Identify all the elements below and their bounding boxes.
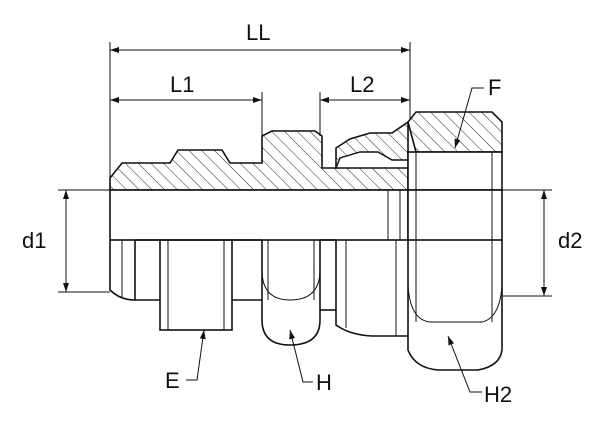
- label-F: F: [488, 75, 501, 100]
- nut-bore-band: [407, 189, 503, 241]
- bore: [109, 189, 409, 241]
- label-L1: L1: [170, 72, 194, 97]
- label-d2: d2: [558, 228, 582, 253]
- nut-upper-body: [407, 151, 503, 191]
- body-section-hatched: [109, 120, 409, 191]
- label-H2: H2: [484, 382, 512, 407]
- label-LL: LL: [246, 20, 270, 45]
- dimensions: [58, 42, 552, 393]
- exterior-lower-half: [109, 239, 503, 371]
- section-upper-half: [109, 111, 503, 241]
- label-L2: L2: [350, 72, 374, 97]
- label-d1: d1: [22, 228, 46, 253]
- label-H: H: [316, 370, 332, 395]
- labels: LL L1 L2 F d1 d2 E H H2: [22, 20, 582, 407]
- label-E: E: [165, 368, 180, 393]
- nut-section-hatched: [407, 111, 503, 153]
